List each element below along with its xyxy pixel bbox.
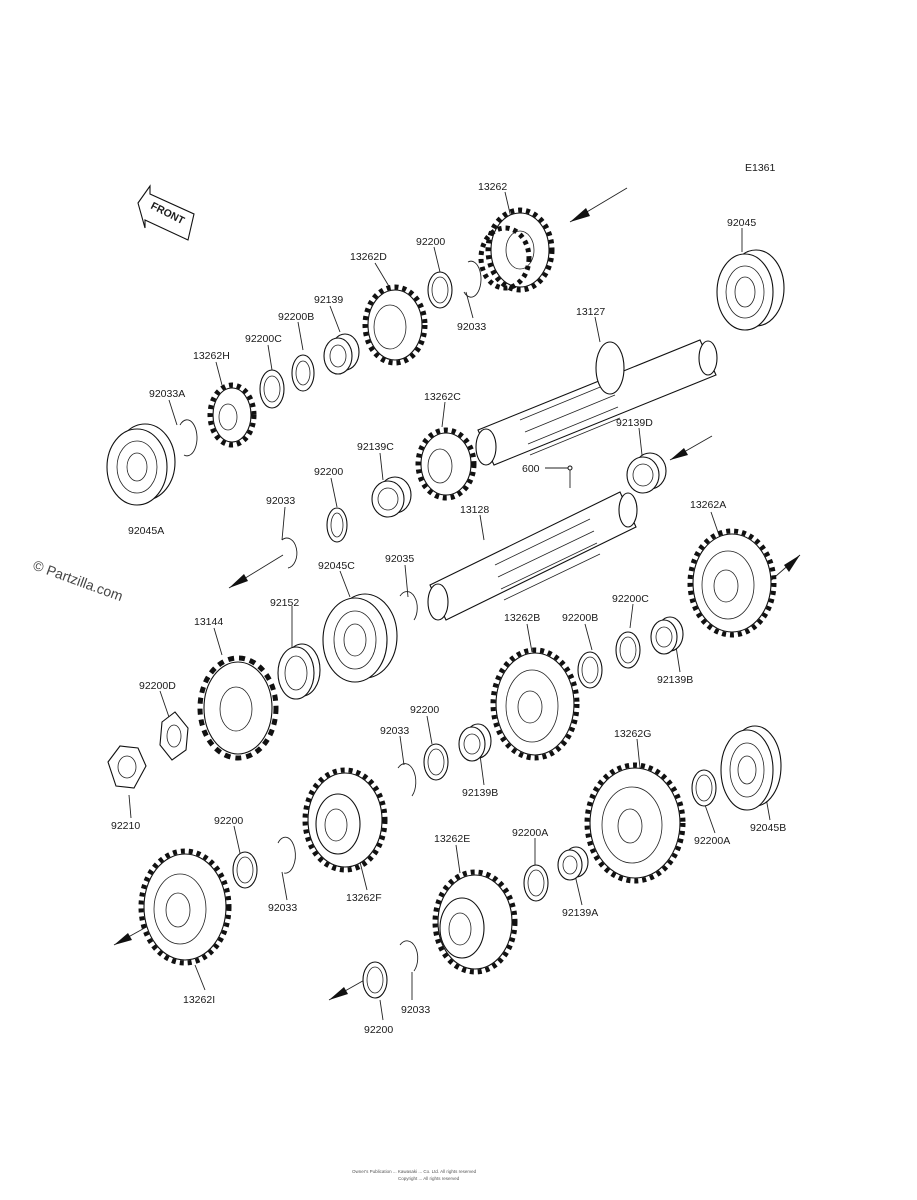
gear-13262A <box>687 528 777 638</box>
gear-13262F <box>302 767 388 873</box>
label-92045: 92045 <box>727 217 756 229</box>
footer-line-2: Copyright ... All rights reserved <box>398 1176 460 1181</box>
label-92033-e: 92033 <box>401 1004 430 1016</box>
collar-92152 <box>277 643 321 700</box>
bearing-92045A <box>106 423 176 506</box>
label-13262F: 13262F <box>346 892 382 904</box>
shaft-13128 <box>427 491 638 621</box>
bearing-92045C <box>322 593 398 683</box>
label-92200-e: 92200 <box>364 1024 393 1036</box>
label-92200-c: 92200 <box>410 704 439 716</box>
gear-13262H <box>207 382 257 448</box>
label-13127: 13127 <box>576 306 605 318</box>
label-13262: 13262 <box>478 181 507 193</box>
nut-92210 <box>107 745 147 789</box>
needle-bearing-92139B-lower <box>458 723 492 762</box>
gear-13262B <box>490 647 580 761</box>
label-92033-c: 92033 <box>380 725 409 737</box>
needle-bearing-92139D <box>626 452 667 494</box>
label-92033-b: 92033 <box>266 495 295 507</box>
label-92200-d: 92200 <box>214 815 243 827</box>
label-92139B-b: 92139B <box>462 787 498 799</box>
gear-13262I <box>138 848 232 966</box>
label-92200C-b: 92200C <box>612 593 649 605</box>
label-92152: 92152 <box>270 597 299 609</box>
label-13144: 13144 <box>194 616 223 628</box>
label-92200A-a: 92200A <box>512 827 548 839</box>
front-arrow-icon: FRONT <box>137 184 195 241</box>
label-13262A: 13262A <box>690 499 726 511</box>
label-92200-a: 92200 <box>416 236 445 248</box>
label-92139C: 92139C <box>357 441 394 453</box>
label-13262B: 13262B <box>504 612 540 624</box>
needle-bearing-92139A <box>557 846 589 881</box>
gear-13262G <box>584 762 686 884</box>
leader-lines <box>128 191 771 1021</box>
part-labels: 13262 92045 13262D 92200 92139 92200B 92… <box>111 181 786 1036</box>
label-13262H: 13262H <box>193 350 230 362</box>
label-92139D: 92139D <box>616 417 653 429</box>
label-92200B-b: 92200B <box>562 612 598 624</box>
label-92045B: 92045B <box>750 822 786 834</box>
gear-13262 <box>478 207 555 293</box>
label-13262G: 13262G <box>614 728 651 740</box>
needle-bearing-92139C <box>371 476 412 518</box>
watermark: © Partzilla.com <box>31 557 125 604</box>
sprocket-13144 <box>197 655 279 761</box>
label-13262E: 13262E <box>434 833 470 845</box>
footer-line-1: Owner's Publication ... Kawasaki ... Co.… <box>352 1169 477 1174</box>
diagram-code: E1361 <box>745 162 776 174</box>
label-92139B-a: 92139B <box>657 674 693 686</box>
bearing-92045 <box>716 249 785 331</box>
needle-bearing-92139 <box>323 333 360 375</box>
label-92200C-a: 92200C <box>245 333 282 345</box>
label-92035: 92035 <box>385 553 414 565</box>
label-92200A-b: 92200A <box>694 835 730 847</box>
label-92200-b: 92200 <box>314 466 343 478</box>
gear-13262D <box>362 284 428 366</box>
needle-bearing-92139B-upper <box>650 616 684 655</box>
label-92139A: 92139A <box>562 907 598 919</box>
label-92210: 92210 <box>111 820 140 832</box>
gear-13262C <box>415 427 477 501</box>
label-600: 600 <box>522 463 540 475</box>
label-92033-d: 92033 <box>268 902 297 914</box>
washers-and-circlips <box>159 260 717 999</box>
label-13128: 13128 <box>460 504 489 516</box>
bearing-92045B <box>720 725 782 811</box>
shaft-13127 <box>475 339 718 466</box>
label-92045A: 92045A <box>128 525 164 537</box>
label-13262D: 13262D <box>350 251 387 263</box>
gear-13262E <box>432 869 518 975</box>
label-92200D: 92200D <box>139 680 176 692</box>
label-92045C: 92045C <box>318 560 355 572</box>
label-13262C: 13262C <box>424 391 461 403</box>
label-92139: 92139 <box>314 294 343 306</box>
label-92200B-a: 92200B <box>278 311 314 323</box>
label-13262I: 13262I <box>183 994 215 1006</box>
label-92033-a: 92033 <box>457 321 486 333</box>
label-92033A: 92033A <box>149 388 185 400</box>
